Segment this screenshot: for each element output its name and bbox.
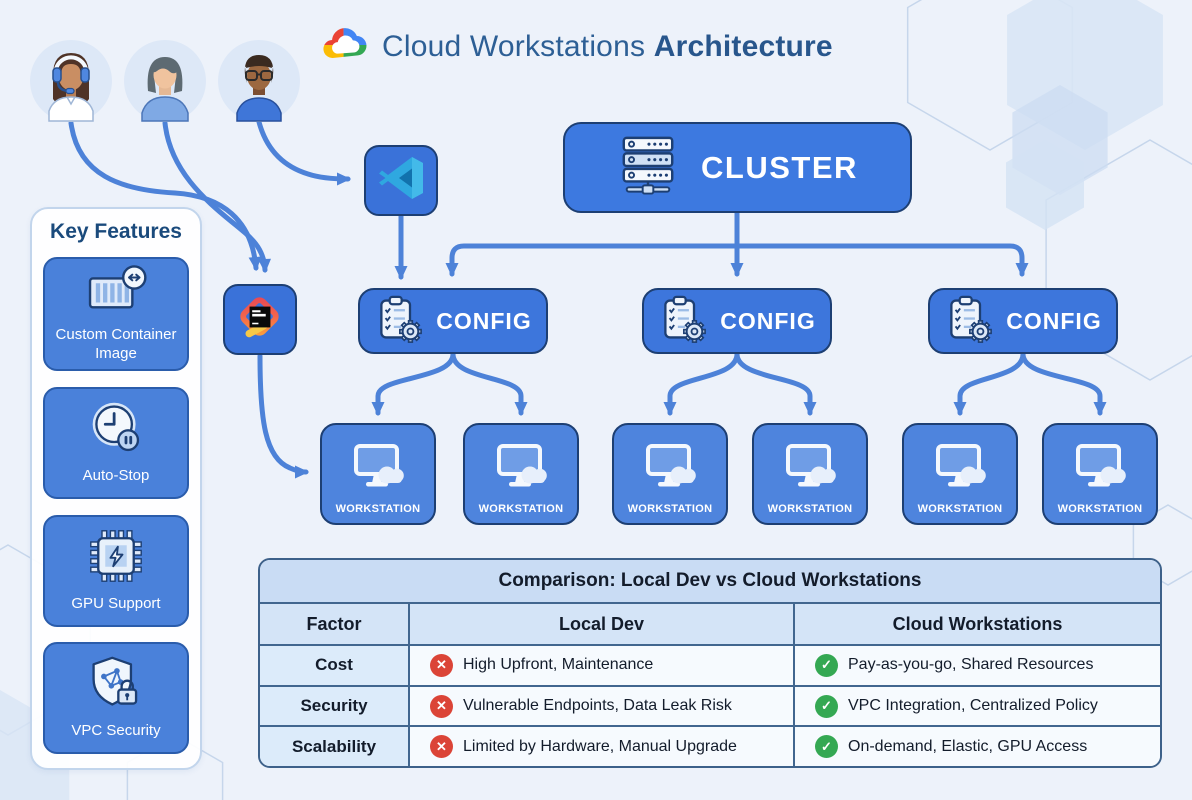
feature-card-auto-stop: Auto-Stop bbox=[43, 387, 189, 499]
cross-icon: ✕ bbox=[430, 694, 453, 718]
workstation-node-3: WORKSTATION bbox=[612, 423, 728, 525]
key-features-panel: Key Features Custom Container Image bbox=[30, 207, 202, 770]
cell-text: VPC Integration, Centralized Policy bbox=[848, 697, 1098, 714]
column-header-factor: Factor bbox=[260, 604, 410, 644]
table-row-scalability: Scalability ✕ Limited by Hardware, Manua… bbox=[260, 727, 1160, 766]
config-label: CONFIG bbox=[1006, 307, 1102, 334]
config-node-1: CONFIG bbox=[358, 288, 548, 354]
developer-headset-avatar bbox=[29, 39, 113, 123]
cloud-workstations-cell: ✓ VPC Integration, Centralized Policy bbox=[795, 686, 1160, 726]
workstation-label: WORKSTATION bbox=[1057, 502, 1143, 515]
comparison-table-title: Comparison: Local Dev vs Cloud Workstati… bbox=[260, 560, 1160, 604]
column-header-local-dev: Local Dev bbox=[410, 604, 795, 644]
workstation-node-5: WORKSTATION bbox=[902, 423, 1018, 525]
feature-card-vpc-security: VPC Security bbox=[43, 642, 189, 754]
server-stack-icon bbox=[617, 134, 679, 201]
local-dev-cell: ✕ High Upfront, Maintenance bbox=[410, 646, 795, 685]
feature-label: Auto-Stop bbox=[82, 467, 150, 485]
cell-text: High Upfront, Maintenance bbox=[463, 656, 654, 674]
cloud-workstations-cell: ✓ On-demand, Elastic, GPU Access bbox=[795, 727, 1160, 766]
factor-label: Cost bbox=[260, 646, 410, 685]
feature-label: Custom Container Image bbox=[55, 325, 177, 362]
local-dev-cell: ✕ Vulnerable Endpoints, Data Leak Risk bbox=[410, 686, 795, 726]
page-title: Cloud Workstations Architecture bbox=[382, 30, 833, 64]
table-row-security: Security ✕ Vulnerable Endpoints, Data Le… bbox=[260, 686, 1160, 728]
cluster-node: CLUSTER bbox=[563, 122, 912, 213]
config-node-2: CONFIG bbox=[642, 288, 832, 354]
cell-text: On-demand, Elastic, GPU Access bbox=[848, 737, 1088, 755]
workstation-monitor-cloud-icon bbox=[492, 440, 550, 499]
workstation-label: WORKSTATION bbox=[335, 502, 421, 515]
gpu-icon bbox=[87, 528, 145, 589]
cross-icon: ✕ bbox=[430, 653, 453, 677]
cluster-label: CLUSTER bbox=[701, 149, 858, 185]
local-dev-cell: ✕ Limited by Hardware, Manual Upgrade bbox=[410, 727, 795, 766]
workstation-label: WORKSTATION bbox=[767, 502, 853, 515]
vscode-node bbox=[364, 145, 438, 216]
workstation-monitor-cloud-icon bbox=[931, 440, 989, 499]
jetbrains-node bbox=[223, 284, 297, 355]
config-node-3: CONFIG bbox=[928, 288, 1118, 354]
feature-label: GPU Support bbox=[71, 595, 161, 613]
cross-icon: ✕ bbox=[430, 735, 453, 759]
workstation-node-4: WORKSTATION bbox=[752, 423, 868, 525]
comparison-table-header-row: Factor Local Dev Cloud Workstations bbox=[260, 604, 1160, 646]
config-label: CONFIG bbox=[720, 307, 816, 334]
workstation-node-1: WORKSTATION bbox=[320, 423, 436, 525]
factor-label: Scalability bbox=[260, 727, 410, 766]
page-header: Cloud Workstations Architecture bbox=[322, 24, 833, 70]
feature-label: VPC Security bbox=[71, 722, 161, 740]
config-clipboard-icon bbox=[374, 295, 423, 348]
factor-label: Security bbox=[260, 686, 410, 726]
workstation-node-2: WORKSTATION bbox=[463, 423, 579, 525]
check-icon: ✓ bbox=[815, 653, 838, 677]
feature-card-custom-container-image: Custom Container Image bbox=[43, 257, 189, 371]
workstation-node-6: WORKSTATION bbox=[1042, 423, 1158, 525]
developer-grayhair-avatar bbox=[123, 39, 207, 123]
workstation-label: WORKSTATION bbox=[627, 502, 713, 515]
workstation-monitor-cloud-icon bbox=[641, 440, 699, 499]
workstation-label: WORKSTATION bbox=[478, 502, 564, 515]
workstation-monitor-cloud-icon bbox=[781, 440, 839, 499]
config-clipboard-icon bbox=[944, 295, 993, 348]
title-regular: Cloud Workstations bbox=[382, 30, 646, 63]
config-clipboard-icon bbox=[658, 295, 707, 348]
auto-stop-icon bbox=[87, 400, 145, 461]
cell-text: Limited by Hardware, Manual Upgrade bbox=[463, 737, 737, 755]
cell-text: Vulnerable Endpoints, Data Leak Risk bbox=[463, 697, 732, 714]
feature-card-gpu-support: GPU Support bbox=[43, 515, 189, 627]
table-row-cost: Cost ✕ High Upfront, Maintenance ✓ Pay-a… bbox=[260, 646, 1160, 687]
container-image-icon bbox=[83, 264, 149, 320]
jetbrains-icon bbox=[235, 292, 285, 347]
workstation-label: WORKSTATION bbox=[917, 502, 1003, 515]
developer-glasses-avatar bbox=[217, 39, 301, 123]
key-features-title: Key Features bbox=[50, 220, 182, 243]
comparison-table: Comparison: Local Dev vs Cloud Workstati… bbox=[258, 558, 1162, 768]
google-cloud-logo-icon bbox=[322, 26, 368, 69]
column-header-cloud-workstations: Cloud Workstations bbox=[795, 604, 1160, 644]
cloud-workstations-cell: ✓ Pay-as-you-go, Shared Resources bbox=[795, 646, 1160, 685]
config-label: CONFIG bbox=[436, 307, 532, 334]
workstation-monitor-cloud-icon bbox=[349, 440, 407, 499]
workstation-monitor-cloud-icon bbox=[1071, 440, 1129, 499]
check-icon: ✓ bbox=[815, 694, 838, 718]
vscode-icon bbox=[378, 155, 424, 206]
cell-text: Pay-as-you-go, Shared Resources bbox=[848, 656, 1094, 674]
check-icon: ✓ bbox=[815, 735, 838, 759]
title-bold: Architecture bbox=[653, 30, 833, 63]
vpc-security-icon bbox=[87, 655, 145, 716]
